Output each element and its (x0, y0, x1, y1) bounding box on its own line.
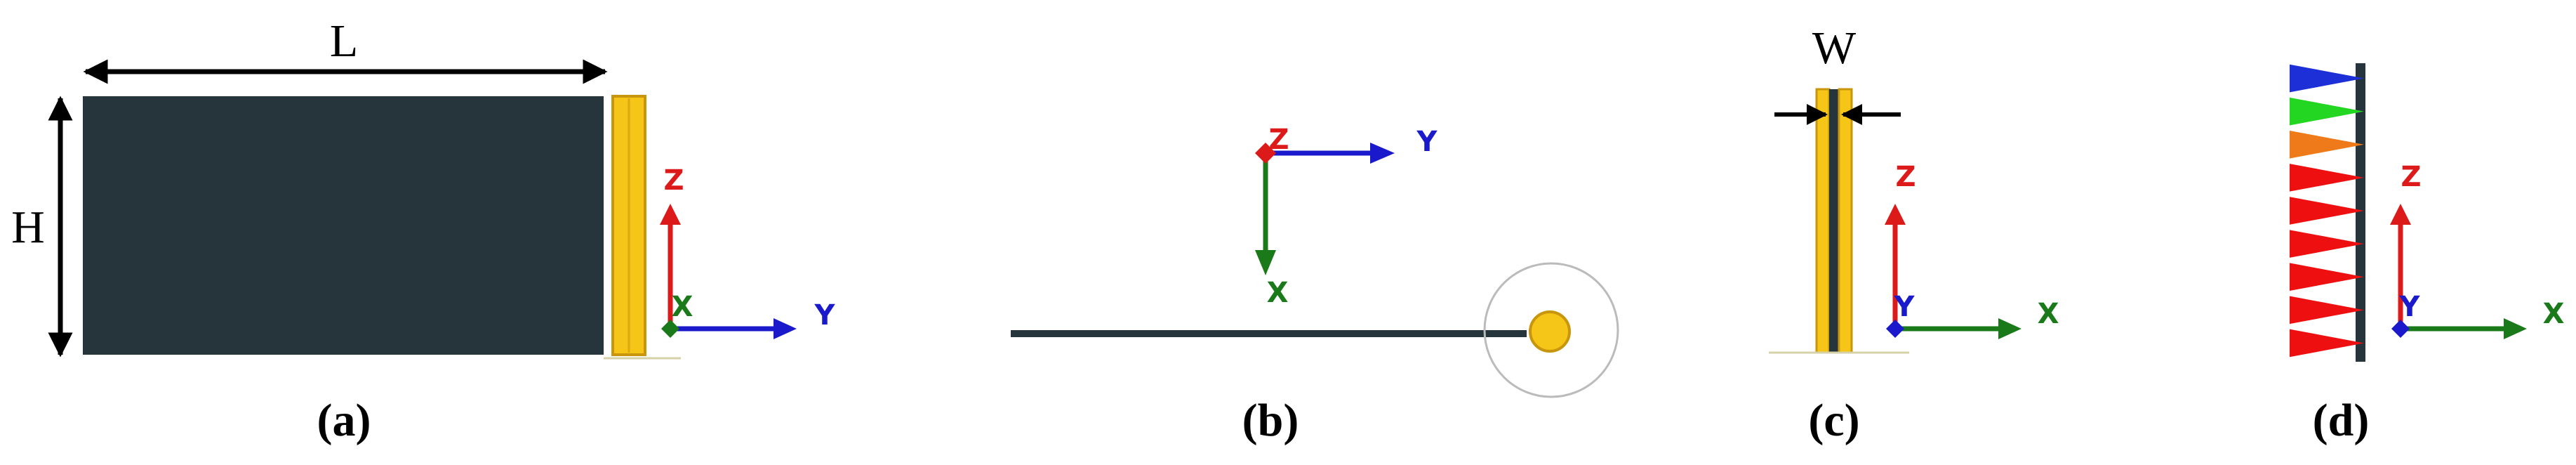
length-label: L (330, 15, 358, 67)
load-cone (2290, 97, 2364, 126)
axes-triad-c: Z Y X (1885, 161, 2059, 339)
plate-edge-loaded (2356, 63, 2365, 362)
load-cone (2290, 230, 2364, 258)
load-cone (2290, 164, 2364, 192)
load-cone (2290, 64, 2364, 93)
plate-side-view (83, 96, 604, 355)
caption-b: (b) (1242, 395, 1299, 446)
load-cone (2290, 263, 2364, 292)
load-cone (2290, 296, 2364, 325)
caption-a: (a) (317, 395, 371, 446)
axis-x-label: X (2543, 298, 2565, 330)
load-cone (2290, 130, 2364, 159)
caption-c: (c) (1808, 395, 1859, 446)
panel-a: L H Z X Y (a) (11, 15, 835, 446)
plate-edge (1829, 89, 1839, 353)
axis-y-label: Y (1894, 291, 1916, 323)
axis-x-label: X (672, 291, 693, 323)
axes-triad-b: Z Y X (1255, 124, 1438, 309)
selection-ring (1483, 262, 1619, 398)
panel-b: Z Y X (b) (1011, 124, 1619, 446)
foil-layer-right (1838, 88, 1853, 354)
panel-c: W Z Y X (c) (1769, 22, 2059, 446)
load-cone (2290, 329, 2364, 358)
panel-d: Z Y X (d) (2290, 63, 2565, 446)
axes-triad-a: Z X Y (660, 164, 836, 339)
axis-x-label: X (2038, 298, 2059, 330)
caption-d: (d) (2313, 395, 2370, 446)
axis-y-label: Y (1416, 126, 1438, 158)
foil-cross-section (1529, 310, 1571, 353)
axis-y-label: Y (814, 299, 836, 332)
axes-triad-d: Z Y X (2390, 161, 2565, 339)
width-label: W (1812, 22, 1857, 74)
load-cone (2290, 197, 2364, 225)
axis-z-label: Z (663, 164, 684, 197)
height-label: H (11, 202, 45, 253)
axis-z-label: Z (1895, 161, 1916, 193)
axis-z-label: Z (1268, 124, 1289, 156)
foil-layer-left (1815, 88, 1831, 354)
axis-x-label: X (1267, 277, 1289, 309)
axis-y-label: Y (2399, 291, 2421, 323)
axis-z-label: Z (2401, 161, 2421, 193)
pressure-load-cones (2290, 64, 2364, 358)
